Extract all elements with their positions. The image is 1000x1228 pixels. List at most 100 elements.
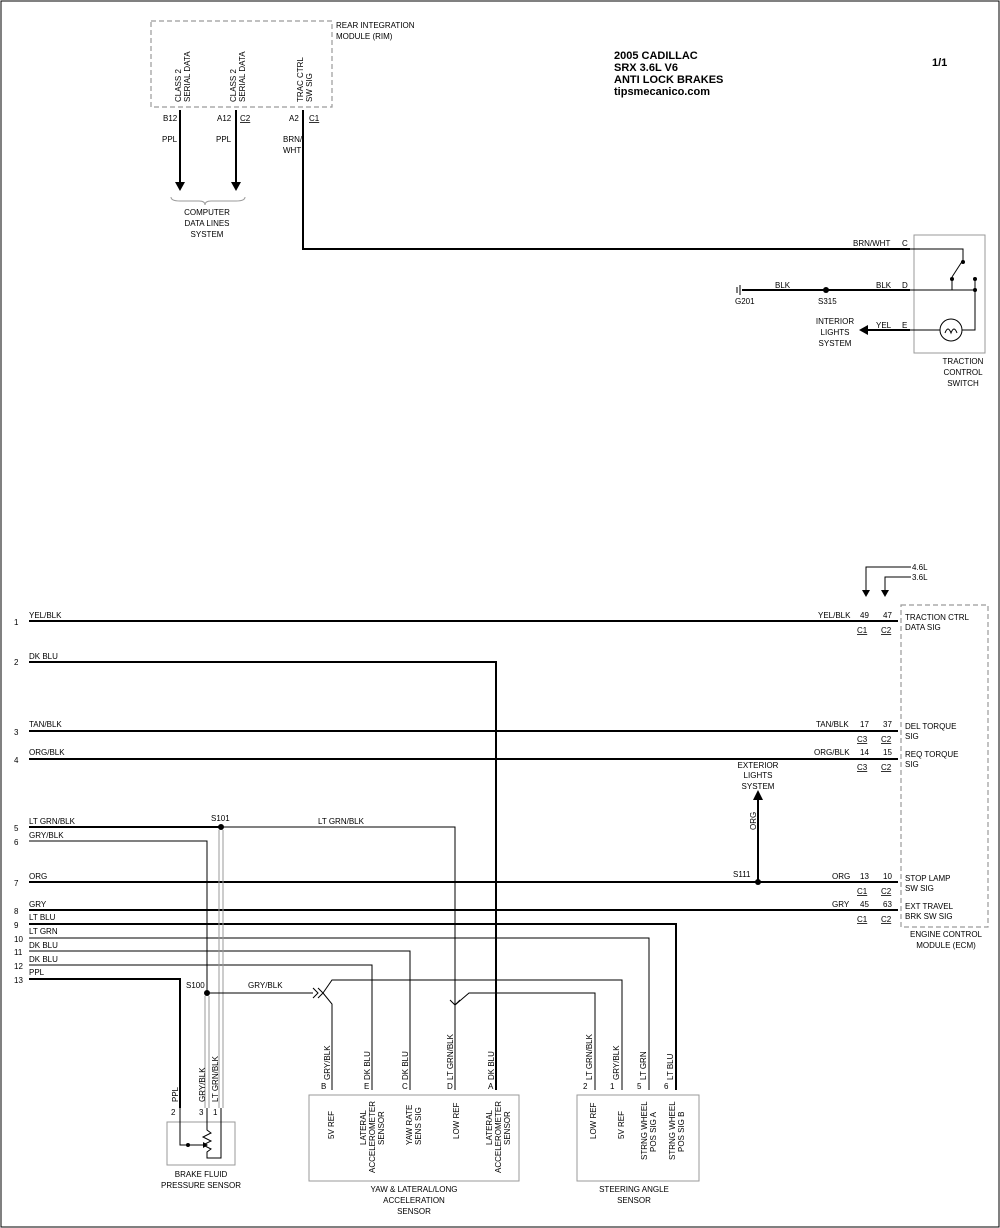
ecm-wire-4: ORG/BLK — [814, 748, 850, 757]
rim-wire-brn-1: BRN/ — [283, 135, 303, 144]
wire-s101-out — [221, 826, 456, 1005]
yaw-func-4: LOW REF — [452, 1102, 461, 1139]
ecm-et-2: BRK SW SIG — [905, 912, 953, 921]
yaw-func-5a: LATERAL — [485, 1109, 494, 1145]
tcs-pin-c: C — [902, 239, 908, 248]
line-label-9: LT BLU — [29, 913, 56, 922]
bfps-wire-2: PPL — [171, 1086, 180, 1102]
ecm-conn-3a: C3 — [857, 735, 868, 744]
arrow-exterior-lights — [753, 790, 763, 800]
steer-wire-5: LT GRN — [639, 1051, 648, 1080]
line-label-2: DK BLU — [29, 652, 58, 661]
yaw-wire-a: DK BLU — [487, 1051, 496, 1080]
cdl-label-1: COMPUTER — [184, 208, 230, 217]
yaw-box — [308, 1094, 520, 1182]
steer-func-1: LOW REF — [589, 1102, 598, 1139]
tcs-box — [913, 234, 986, 354]
tcs-wire-gnd: BLK — [775, 281, 791, 290]
splice-s111-wire: ORG — [749, 812, 758, 830]
arrow-class2-2 — [231, 182, 241, 191]
cdl-brace — [170, 196, 246, 206]
ecm-tc-1: TRACTION CTRL — [905, 613, 970, 622]
line-label-10: LT GRN — [29, 927, 58, 936]
steer-func-2: 5V REF — [617, 1111, 626, 1139]
steering-angle-sensor: 2 1 5 6 LT GRN/BLK GRY/BLK LT GRN LT BLU… — [576, 1033, 700, 1205]
steer-pin-2: 2 — [583, 1082, 588, 1091]
line-num-1: 1 — [14, 618, 19, 627]
rim-name-1: REAR INTEGRATION — [336, 21, 415, 30]
tcs-wire-d: BLK — [876, 281, 892, 290]
cdl-label-2: DATA LINES — [184, 219, 229, 228]
ecm-wire-3: TAN/BLK — [816, 720, 849, 729]
yaw-name-3: SENSOR — [397, 1207, 431, 1216]
ecm-pin-3b: 37 — [883, 720, 892, 729]
wire-gryblk-steer — [322, 979, 623, 1090]
ecm-wire-8: GRY — [832, 900, 850, 909]
ecm-pin-1b: 47 — [883, 611, 892, 620]
line-num-13: 13 — [14, 976, 23, 985]
line-num-9: 9 — [14, 921, 19, 930]
tcs-name-2: CONTROL — [943, 368, 983, 377]
wire-line-11 — [29, 950, 411, 1090]
rim-conn-c2: C2 — [240, 114, 251, 123]
tcs-switch-blade — [951, 259, 964, 278]
bfps-box — [166, 1121, 236, 1166]
wire-s100-bfps — [204, 996, 210, 1108]
brake-fluid-pressure-sensor: PPL GRY/BLK LT GRN/BLK 2 3 1 BRAKE FLUID… — [161, 1055, 241, 1190]
splice-s100-label: S100 — [186, 981, 205, 990]
ecm-pin-7a: 13 — [860, 872, 869, 881]
rim-box — [150, 20, 333, 108]
yaw-name-1: YAW & LATERAL/LONG — [371, 1185, 458, 1194]
bfps-name-2: PRESSURE SENSOR — [161, 1181, 241, 1190]
arrow-interior-lights — [859, 325, 868, 335]
ecm-name-2: MODULE (ECM) — [916, 941, 976, 950]
rim-module: REAR INTEGRATION MODULE (RIM) CLASS 2 SE… — [150, 20, 415, 239]
interior-lights-3: SYSTEM — [819, 339, 852, 348]
line-label-13: PPL — [29, 968, 45, 977]
yaw-wire-e: DK BLU — [363, 1051, 372, 1080]
yaw-wire-d: LT GRN/BLK — [446, 1033, 455, 1080]
tcs-wire-c: BRN/WHT — [853, 239, 890, 248]
rim-name-2: MODULE (RIM) — [336, 32, 393, 41]
splice-s100-wire: GRY/BLK — [248, 981, 283, 990]
ecm-engine-46: 4.6L — [912, 563, 928, 572]
wire-ltgrnblk-steer — [454, 992, 596, 1090]
yaw-func-5c: SENSOR — [503, 1111, 512, 1145]
ecm-conn-7a: C1 — [857, 887, 868, 896]
ecm-pin-4b: 15 — [883, 748, 892, 757]
ecm-engine-36: 3.6L — [912, 573, 928, 582]
yaw-pin-a: A — [488, 1082, 494, 1091]
line-label-4: ORG/BLK — [29, 748, 65, 757]
yaw-pin-e: E — [364, 1082, 369, 1091]
ext-lights-1: EXTERIOR — [738, 761, 779, 770]
steer-wire-2: LT GRN/BLK — [585, 1033, 594, 1080]
ecm-conn-1b: C2 — [881, 626, 892, 635]
bfps-wire-1: LT GRN/BLK — [211, 1055, 220, 1102]
line-num-10: 10 — [14, 935, 23, 944]
line-label-5: LT GRN/BLK — [29, 817, 76, 826]
rim-sig1-a: CLASS 2 — [174, 69, 183, 102]
line-label-12: DK BLU — [29, 955, 58, 964]
ecm-conn-8a: C1 — [857, 915, 868, 924]
yaw-func-5b: ACCELEROMETER — [494, 1101, 503, 1173]
steer-wire-6: LT BLU — [666, 1053, 675, 1080]
tcs-name-3: SWITCH — [947, 379, 979, 388]
bfps-pin-3: 3 — [199, 1108, 204, 1117]
line-label-1: YEL/BLK — [29, 611, 62, 620]
steer-func-4b: POS SIG B — [677, 1112, 686, 1152]
header-vehicle: 2005 CADILLAC — [614, 50, 698, 62]
header-system: ANTI LOCK BRAKES — [614, 74, 723, 86]
yaw-pin-d: D — [447, 1082, 453, 1091]
steer-pin-6: 6 — [664, 1082, 669, 1091]
yaw-pin-b: B — [321, 1082, 326, 1091]
steer-name-2: SENSOR — [617, 1196, 651, 1205]
rim-pin-a2: A2 — [289, 114, 299, 123]
ecm-rt-1: REQ TORQUE — [905, 750, 959, 759]
tcs-wire-e: YEL — [876, 321, 892, 330]
wire-line-9 — [29, 923, 677, 1090]
yaw-func-1: 5V REF — [327, 1111, 336, 1139]
ecm-dt-2: SIG — [905, 732, 919, 741]
ecm-conn-4b: C2 — [881, 763, 892, 772]
ecm-wire-1: YEL/BLK — [818, 611, 851, 620]
